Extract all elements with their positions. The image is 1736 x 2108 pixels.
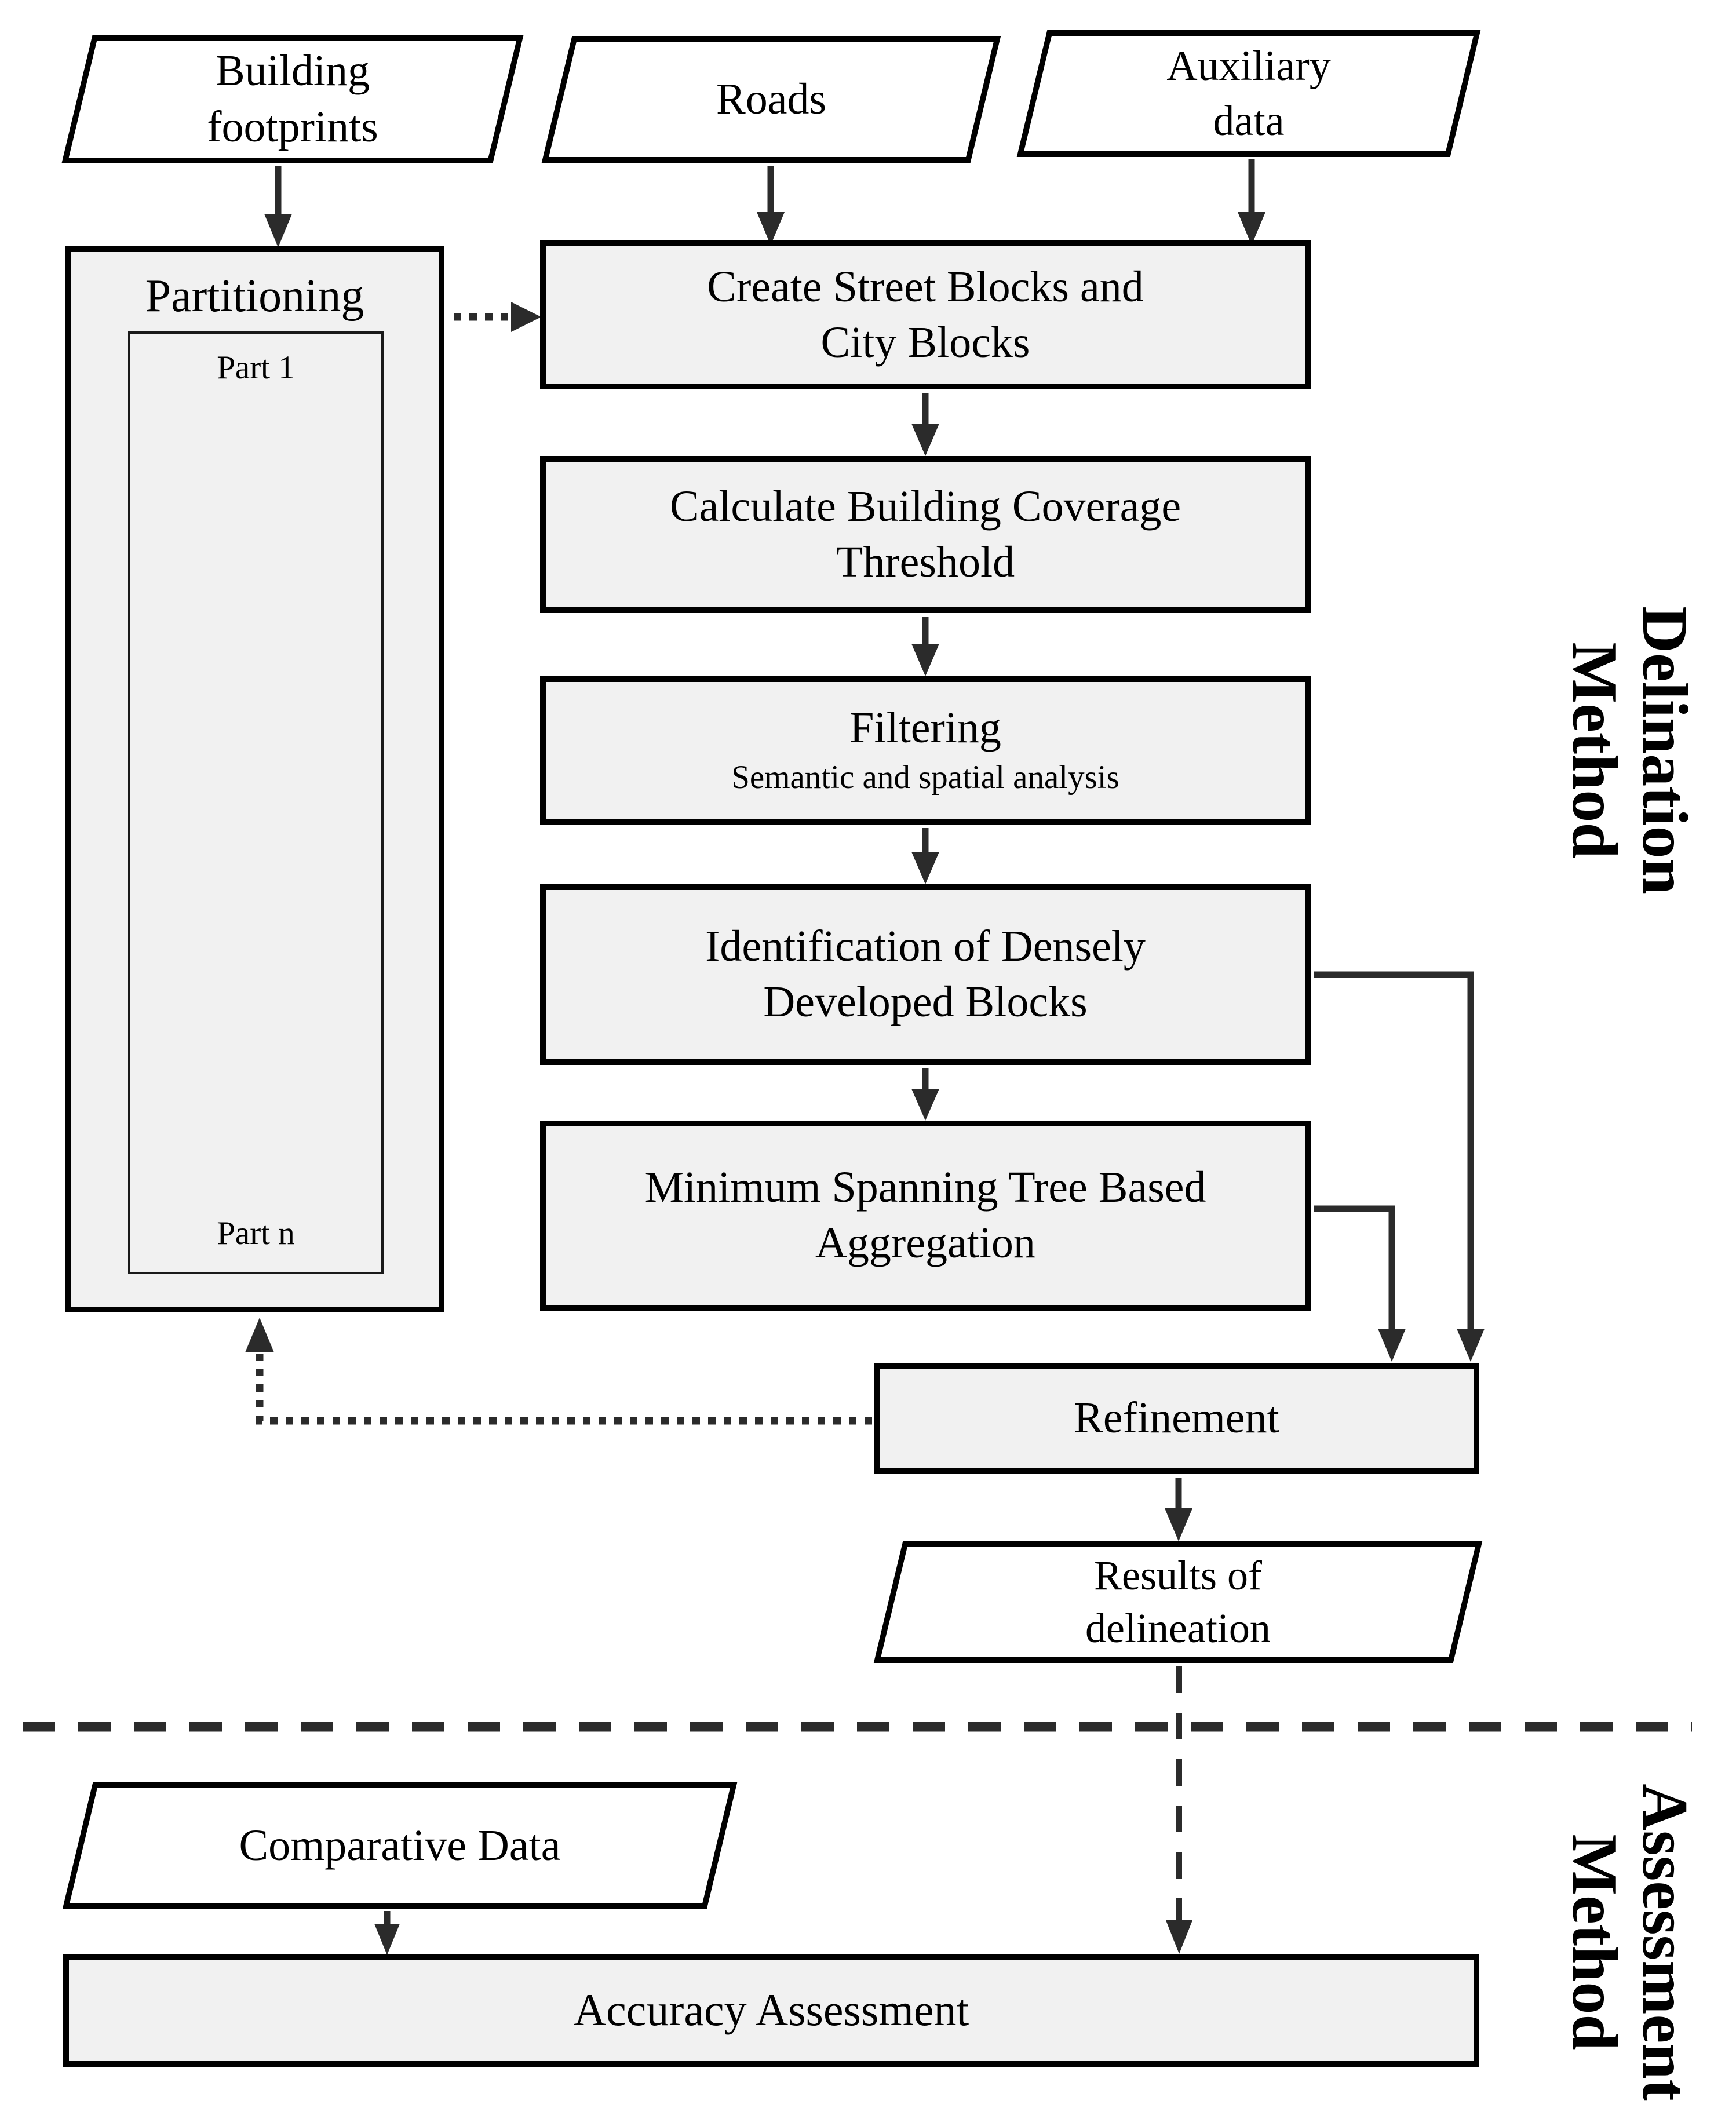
step-coverage-threshold-box: Calculate Building Coverage Threshold: [540, 456, 1311, 613]
connector-identification-to-refinement: [1314, 971, 1485, 1362]
identification-label-line2: Developed Blocks: [763, 978, 1088, 1026]
assessment-method-label-line2: Method: [1559, 1834, 1631, 2051]
step-mst-aggregation-box: Minimum Spanning Tree Based Aggregation: [540, 1121, 1311, 1311]
step-create-blocks-box: Create Street Blocks and City Blocks: [540, 240, 1311, 389]
section-label-delineation: Delination Method: [1559, 606, 1701, 895]
results-label-line1: Results of: [1093, 1552, 1262, 1599]
coverage-threshold-label-line2: Threshold: [836, 537, 1015, 586]
comparative-data-parallelogram: Comparative Data: [62, 1782, 738, 1909]
accuracy-assessment-box: Accuracy Assessment: [63, 1954, 1479, 2067]
input-auxiliary-data: Auxiliary data: [1016, 30, 1481, 157]
arrow-roads-to-create-blocks: [757, 166, 785, 245]
arrow-filtering-to-identification: [911, 828, 939, 884]
step-filtering-box: Filtering Semantic and spatial analysis: [540, 676, 1311, 825]
building-footprints-label-line2: footprints: [207, 103, 378, 151]
part-n-label: Part n: [217, 1215, 295, 1252]
mst-aggregation-label-line1: Minimum Spanning Tree Based: [644, 1163, 1206, 1212]
dashed-arrow-results-to-accuracy: [1166, 1666, 1192, 1954]
arrow-identification-to-mst: [911, 1068, 939, 1121]
dotted-arrow-partitioning-to-create: [454, 302, 541, 332]
filtering-title: Filtering: [849, 703, 1001, 752]
arrow-building-to-partitioning: [264, 166, 292, 247]
coverage-threshold-label-line1: Calculate Building Coverage: [669, 482, 1181, 531]
part-1-label: Part 1: [217, 349, 295, 386]
comparative-data-label: Comparative Data: [239, 1821, 561, 1870]
arrow-create-to-calculate: [911, 393, 939, 456]
arrow-refinement-to-results: [1165, 1478, 1192, 1541]
auxiliary-data-label-line2: data: [1213, 97, 1285, 145]
results-label-line2: delineation: [1085, 1605, 1271, 1651]
roads-label: Roads: [716, 74, 826, 123]
accuracy-assessment-label: Accuracy Assessment: [573, 1985, 969, 2036]
filtering-subtitle: Semantic and spatial analysis: [731, 759, 1119, 796]
arrow-calculate-to-filtering: [911, 617, 939, 676]
delineation-method-label-line1: Delination: [1628, 606, 1701, 895]
connector-mst-to-refinement: [1314, 1205, 1406, 1362]
create-blocks-label-line2: City Blocks: [820, 318, 1030, 367]
section-label-assessment: Assessment Method: [1559, 1784, 1701, 2101]
step-identification-box: Identification of Densely Developed Bloc…: [540, 884, 1311, 1065]
identification-label-line1: Identification of Densely: [705, 922, 1146, 971]
assessment-method-label-line1: Assessment: [1628, 1784, 1701, 2101]
mst-aggregation-label-line2: Aggregation: [815, 1219, 1035, 1267]
create-blocks-label-line1: Create Street Blocks and: [707, 262, 1144, 311]
feedback-dotted-refinement-to-partitioning: [245, 1318, 872, 1425]
results-of-delineation-parallelogram: Results of delineation: [873, 1541, 1483, 1663]
arrow-auxiliary-to-create-blocks: [1238, 159, 1265, 245]
auxiliary-data-label-line1: Auxiliary: [1166, 42, 1331, 90]
partitioning-title: Partitioning: [145, 271, 364, 322]
arrow-comparative-to-accuracy: [374, 1911, 400, 1955]
building-footprints-label-line1: Building: [215, 46, 370, 95]
input-building-footprints: Building footprints: [61, 35, 524, 163]
step-refinement-box: Refinement: [874, 1363, 1479, 1474]
refinement-label: Refinement: [1074, 1394, 1279, 1443]
input-roads: Roads: [541, 36, 1001, 163]
delineation-method-label-line2: Method: [1559, 642, 1631, 859]
partition-inner-box: Part 1 Part n: [128, 331, 384, 1274]
